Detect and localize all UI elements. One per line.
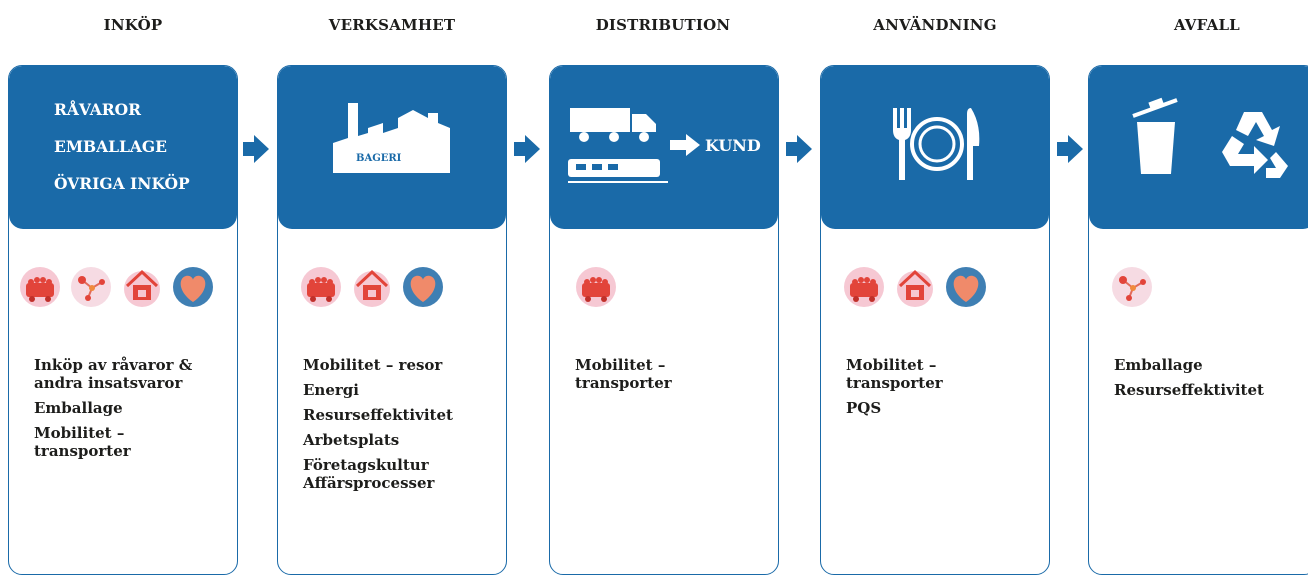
card-header: KUND	[550, 66, 778, 229]
bakery-label: BAGERI	[356, 153, 402, 164]
customer-label: KUND	[705, 136, 761, 155]
icon-row	[575, 266, 621, 316]
aspect-item: transporter	[34, 442, 131, 460]
stage-title-avfall: AVFALL	[1174, 16, 1240, 34]
aspect-item: transporter	[846, 374, 943, 392]
icon-row	[843, 266, 991, 316]
heart-globe-icon	[403, 267, 444, 307]
house-icon	[354, 269, 391, 307]
stage-title-verksamhet: VERKSAMHET	[328, 16, 456, 34]
aspect-item: Mobilitet –	[34, 424, 125, 442]
transport-cart-icon	[844, 267, 884, 307]
card-header: BAGERI	[278, 66, 506, 229]
aspect-list: Mobilitet – transporter	[575, 356, 672, 399]
heart-globe-icon	[173, 267, 214, 307]
aspect-item: Resurseffektivitet	[303, 406, 453, 424]
trash-bin-icon	[1132, 97, 1178, 174]
icon-row	[1111, 266, 1157, 316]
card-header	[821, 66, 1049, 229]
aspect-item: Mobilitet – resor	[303, 356, 443, 374]
flow-arrow-icon	[786, 135, 812, 163]
aspect-list: Emballage Resurseffektivitet	[1114, 356, 1264, 406]
plate-cutlery-icon	[893, 108, 980, 180]
card-verksamhet: BAGERI Mobilitet – resor Energi Resursef…	[277, 65, 507, 575]
house-icon	[897, 269, 934, 307]
card-avfall: Emballage Resurseffektivitet	[1088, 65, 1308, 575]
card-header: RÅVAROR EMBALLAGE ÖVRIGA INKÖP	[9, 66, 237, 229]
train-icon	[568, 159, 668, 183]
molecule-icon	[71, 267, 112, 307]
transport-cart-icon	[301, 267, 341, 307]
arrow-right-icon	[670, 134, 700, 156]
heart-globe-icon	[946, 267, 987, 307]
flow-arrow-icon	[514, 135, 540, 163]
aspect-item: Mobilitet –	[846, 356, 937, 374]
head-item: ÖVRIGA INKÖP	[54, 174, 190, 193]
flow-arrow-icon	[1057, 135, 1083, 163]
stage-title-distribution: DISTRIBUTION	[595, 16, 731, 34]
aspect-item: Emballage	[34, 399, 123, 417]
aspect-item: Energi	[303, 381, 359, 399]
molecule-icon	[1112, 267, 1152, 307]
aspect-item: Emballage	[1114, 356, 1203, 374]
aspect-list: Mobilitet – transporter PQS	[846, 356, 943, 424]
icon-row	[300, 266, 448, 316]
factory-icon	[333, 103, 450, 173]
aspect-item: PQS	[846, 399, 882, 417]
house-icon	[124, 269, 161, 307]
icon-row	[19, 266, 218, 316]
aspect-item: Inköp av råvaror &	[34, 356, 193, 374]
recycle-icon	[1222, 112, 1288, 178]
aspect-item: andra insatsvaror	[34, 374, 183, 392]
stage-title-anvandning: ANVÄNDNING	[873, 16, 997, 34]
aspect-list: Mobilitet – resor Energi Resurseffektivi…	[303, 356, 453, 499]
purchase-list: RÅVAROR EMBALLAGE ÖVRIGA INKÖP	[54, 99, 190, 210]
stage-title-inkop: INKÖP	[103, 16, 163, 34]
card-header	[1089, 66, 1308, 229]
aspect-item: Resurseffektivitet	[1114, 381, 1264, 399]
aspect-list: Inköp av råvaror & andra insatsvaror Emb…	[34, 356, 192, 467]
card-distribution: KUND Mobilitet – transporter	[549, 65, 779, 575]
transport-cart-icon	[576, 267, 616, 307]
head-item: RÅVAROR	[54, 100, 142, 119]
aspect-item: transporter	[575, 374, 672, 392]
head-item: EMBALLAGE	[54, 137, 167, 156]
aspect-item: Företagskultur	[303, 456, 429, 474]
card-anvandning: Mobilitet – transporter PQS	[820, 65, 1050, 575]
aspect-item: Affärsprocesser	[303, 474, 435, 492]
card-inkop: RÅVAROR EMBALLAGE ÖVRIGA INKÖP Inköp av …	[8, 65, 238, 575]
aspect-item: Arbetsplats	[303, 431, 400, 449]
aspect-item: Mobilitet –	[575, 356, 666, 374]
transport-cart-icon	[20, 267, 60, 307]
truck-icon	[570, 108, 656, 142]
flow-arrow-icon	[243, 135, 269, 163]
